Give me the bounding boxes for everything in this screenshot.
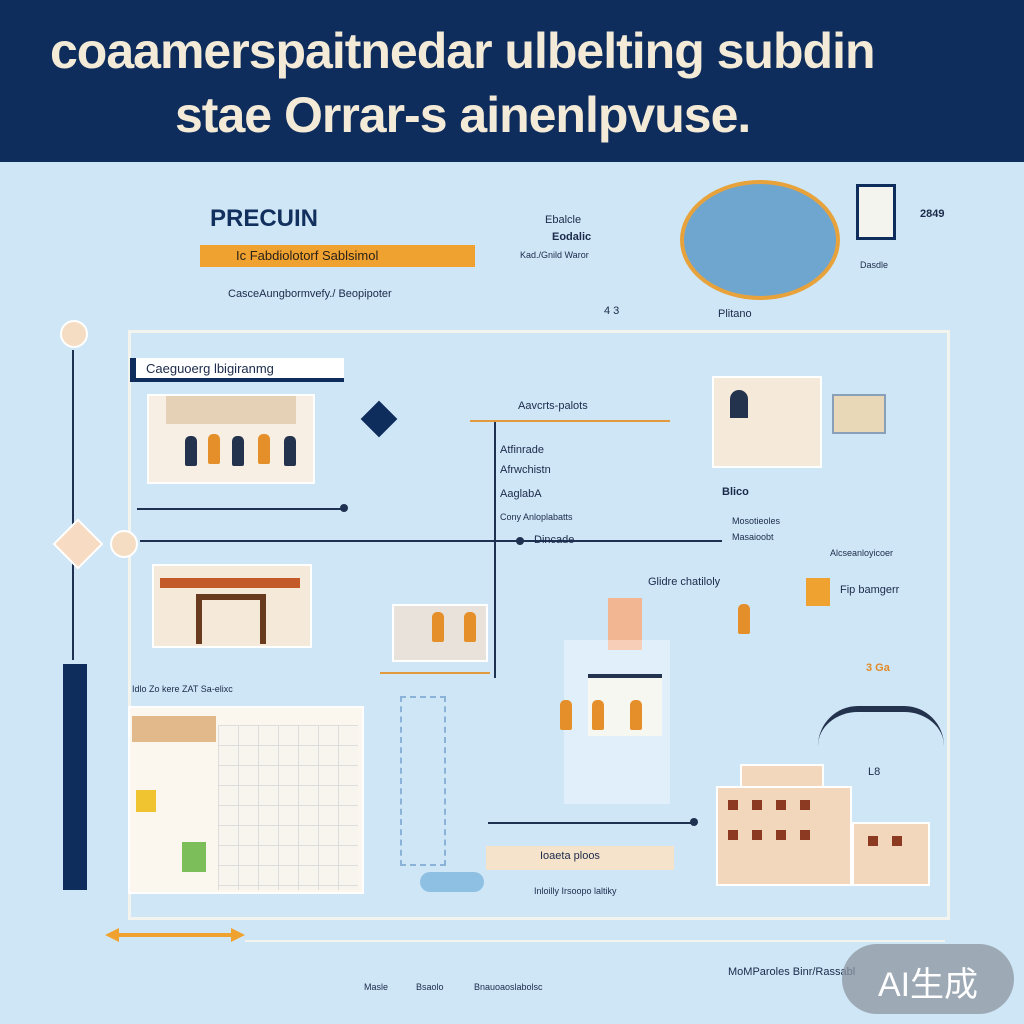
footer-item-1: Masle	[364, 982, 389, 992]
top-right-number: 2849	[920, 208, 945, 220]
left-sidebar-bar	[63, 664, 87, 890]
section-title: PRECUIN	[210, 205, 319, 232]
callout-3: Afrwchistn	[500, 464, 551, 476]
connector-dot	[516, 537, 524, 545]
worker-figure	[630, 700, 642, 730]
connector-dot	[340, 504, 348, 512]
axis-node-left	[110, 530, 138, 558]
awning	[166, 396, 296, 424]
person-figure	[185, 436, 197, 466]
orange-block-icon	[806, 578, 830, 606]
worker-figure	[464, 612, 476, 642]
callout-1: Aavcrts-palots	[518, 400, 588, 412]
building-card	[712, 376, 822, 468]
callout-4: AaglabA	[500, 488, 542, 500]
door-icon	[608, 598, 642, 650]
window-yellow	[136, 790, 156, 812]
footer-right-label: MoMParoles Binr/Rassabl	[728, 966, 856, 978]
building-window	[800, 800, 810, 810]
center-text-2: Eodalic	[552, 231, 592, 243]
header-title-line2: stae Orrar-s ainenlpvuse.	[175, 87, 751, 143]
orange-connector	[380, 672, 490, 674]
worker-figure	[560, 700, 572, 730]
worker-figure	[432, 612, 444, 642]
building-window	[752, 830, 762, 840]
frame-tag: Caeguoerg lbigiranmg	[130, 358, 344, 382]
center-text-1: Ebalcle	[545, 214, 582, 226]
center-label: Dincade	[534, 534, 575, 546]
document-icon	[856, 184, 896, 240]
diagram-frame	[128, 330, 950, 920]
archway	[196, 594, 266, 644]
axis-node-mid	[52, 518, 104, 570]
building-window	[728, 830, 738, 840]
building-window	[800, 830, 810, 840]
projector-icon	[832, 394, 886, 434]
bottom-card-label: Ioaeta ploos	[540, 850, 600, 862]
center-text-3: Kad./Gnild Waror	[520, 250, 589, 260]
building-window	[728, 800, 738, 810]
value-label: 3 Ga	[866, 662, 890, 674]
right-label-1: Mosotieoles	[732, 516, 781, 526]
building-window	[776, 830, 786, 840]
person-figure	[258, 434, 270, 464]
building-window	[868, 836, 878, 846]
pipes-diagram	[400, 696, 446, 866]
top-right-label: Plitano	[718, 308, 752, 320]
footer-item-3: Bnauoaoslabolsc	[474, 982, 543, 992]
gallery-label: Glidre chatiloly	[648, 576, 721, 588]
right-label-2: Masaioobt	[732, 532, 774, 542]
person-figure	[208, 434, 220, 464]
ai-generated-badge: AI生成	[842, 944, 1014, 1014]
row-label: Idlo Zo kere ZAT Sa-elixc	[132, 684, 233, 694]
camera-illustration-icon	[680, 180, 840, 300]
building-top	[740, 764, 824, 788]
cloud-icon	[420, 872, 484, 892]
timeline-line	[245, 940, 945, 942]
callout-5: Cony Anloplabatts	[500, 512, 573, 522]
connector-line	[137, 508, 347, 510]
lower-horizontal-line	[488, 822, 696, 824]
worker-figure	[592, 700, 604, 730]
building-window	[892, 836, 902, 846]
worker-figure	[738, 604, 750, 634]
window-green	[182, 842, 206, 872]
header-banner: coaamerspaitnedar ulbelting subdin stae …	[0, 0, 1024, 162]
left-axis-line	[72, 350, 74, 660]
orange-arrow-icon	[105, 928, 245, 942]
number-label: L8	[868, 766, 881, 778]
bottom-card-sub: Inloilly Irsoopo laltiky	[534, 886, 617, 896]
main-horizontal-line	[140, 540, 722, 542]
orange-connector	[470, 420, 670, 422]
roof-bar	[160, 578, 300, 588]
building-window	[752, 800, 762, 810]
person-figure	[232, 436, 244, 466]
orange-banner: Ic Fabdiolotorf Sablsimol	[200, 245, 475, 267]
connector-dot	[690, 818, 698, 826]
top-right-small: Dasdle	[860, 260, 889, 270]
right-label-3: Alcseanloyicoer	[830, 548, 894, 558]
section-subtext: CasceAungbormvefy./ Beopipoter	[228, 288, 392, 300]
center-vertical-line	[494, 420, 496, 678]
roof-awning	[132, 716, 216, 742]
header-title-line1: coaamerspaitnedar ulbelting subdin	[50, 23, 876, 79]
center-number: 4 3	[604, 305, 620, 317]
callout-6: Blico	[722, 486, 749, 498]
window-arch	[730, 390, 748, 418]
building-annex	[852, 822, 930, 886]
person-figure	[284, 436, 296, 466]
bridge-icon	[818, 706, 944, 746]
callout-2: Atfinrade	[500, 444, 545, 456]
grid-building	[218, 725, 358, 890]
footer-item-2: Bsaolo	[416, 982, 444, 992]
gallery-sub: Fip bamgerr	[840, 584, 900, 596]
axis-node-top	[60, 320, 88, 348]
building-window	[776, 800, 786, 810]
bottom-card	[486, 846, 674, 870]
